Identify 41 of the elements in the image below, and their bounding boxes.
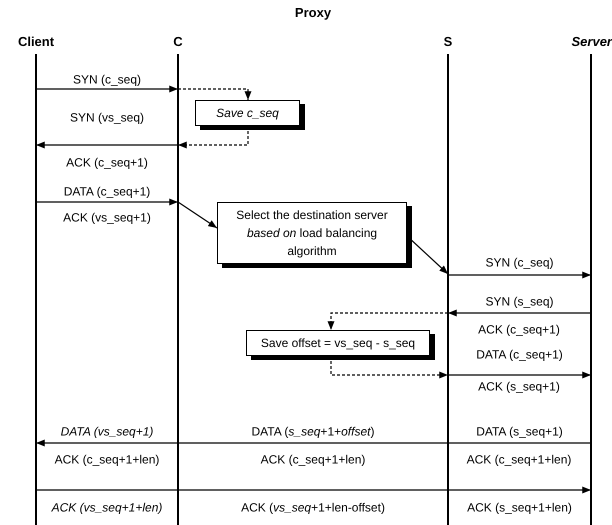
edge-label: SYN (vs_seq) [70, 111, 144, 125]
message-label: ACK (c_seq+1) [478, 323, 560, 337]
box-text: Save c_seq [216, 105, 279, 122]
edge-label: SYN (c_seq) [72, 73, 142, 87]
message-line [36, 489, 178, 491]
message-arrow [36, 440, 178, 446]
message-label: ACK (c_seq+1+len) [466, 453, 572, 467]
message-line [178, 489, 448, 491]
edge-label: DATA (s_seq+1+offset) [252, 425, 374, 439]
message-arrow [448, 310, 591, 316]
message-arrow [36, 142, 178, 148]
box-text: Save offset = vs_seq - s_seq [260, 335, 416, 352]
edge-label: SYN (s_seq) [485, 295, 554, 309]
message-label: ACK (s_seq+1) [478, 380, 560, 394]
message-arrow [178, 202, 218, 228]
box-text: Select the destination server based on load balancing algorithm [235, 207, 389, 260]
message-label: ACK (c_seq+1) [66, 156, 148, 170]
message-arrow [448, 486, 591, 494]
edge-label: ACK (s_seq+1+len) [467, 501, 572, 515]
edge-label: ACK (vs_seq+1+len-offset) [241, 501, 385, 515]
edge-label: ACK (vs_seq+1+len) [52, 501, 162, 515]
dashed-arrow [178, 88, 252, 100]
message-arrow [448, 272, 591, 278]
edge-label: SYN (c_seq) [485, 256, 554, 270]
edge-label: DATA (vs_seq+1) [60, 425, 154, 439]
edge-label: DATA (c_seq+1) [64, 185, 150, 199]
participant-label: S [444, 34, 452, 49]
message-line [178, 442, 448, 444]
message-arrow [448, 372, 591, 378]
message-line [448, 442, 591, 444]
message-label: ACK (vs_seq+1) [63, 211, 151, 225]
message-arrow [36, 198, 178, 206]
dashed-arrow [328, 312, 448, 330]
participant-label: C [173, 34, 183, 49]
message-label: ACK (c_seq+1+len) [260, 453, 366, 467]
message-arrow [36, 86, 178, 92]
edge-label: DATA (c_seq+1) [476, 348, 563, 362]
section-heading: Proxy [294, 6, 332, 20]
edge-label: DATA (s_seq+1) [476, 425, 563, 439]
message-label: ACK (c_seq+1+len) [54, 453, 160, 467]
participant-label: Client [18, 34, 54, 49]
